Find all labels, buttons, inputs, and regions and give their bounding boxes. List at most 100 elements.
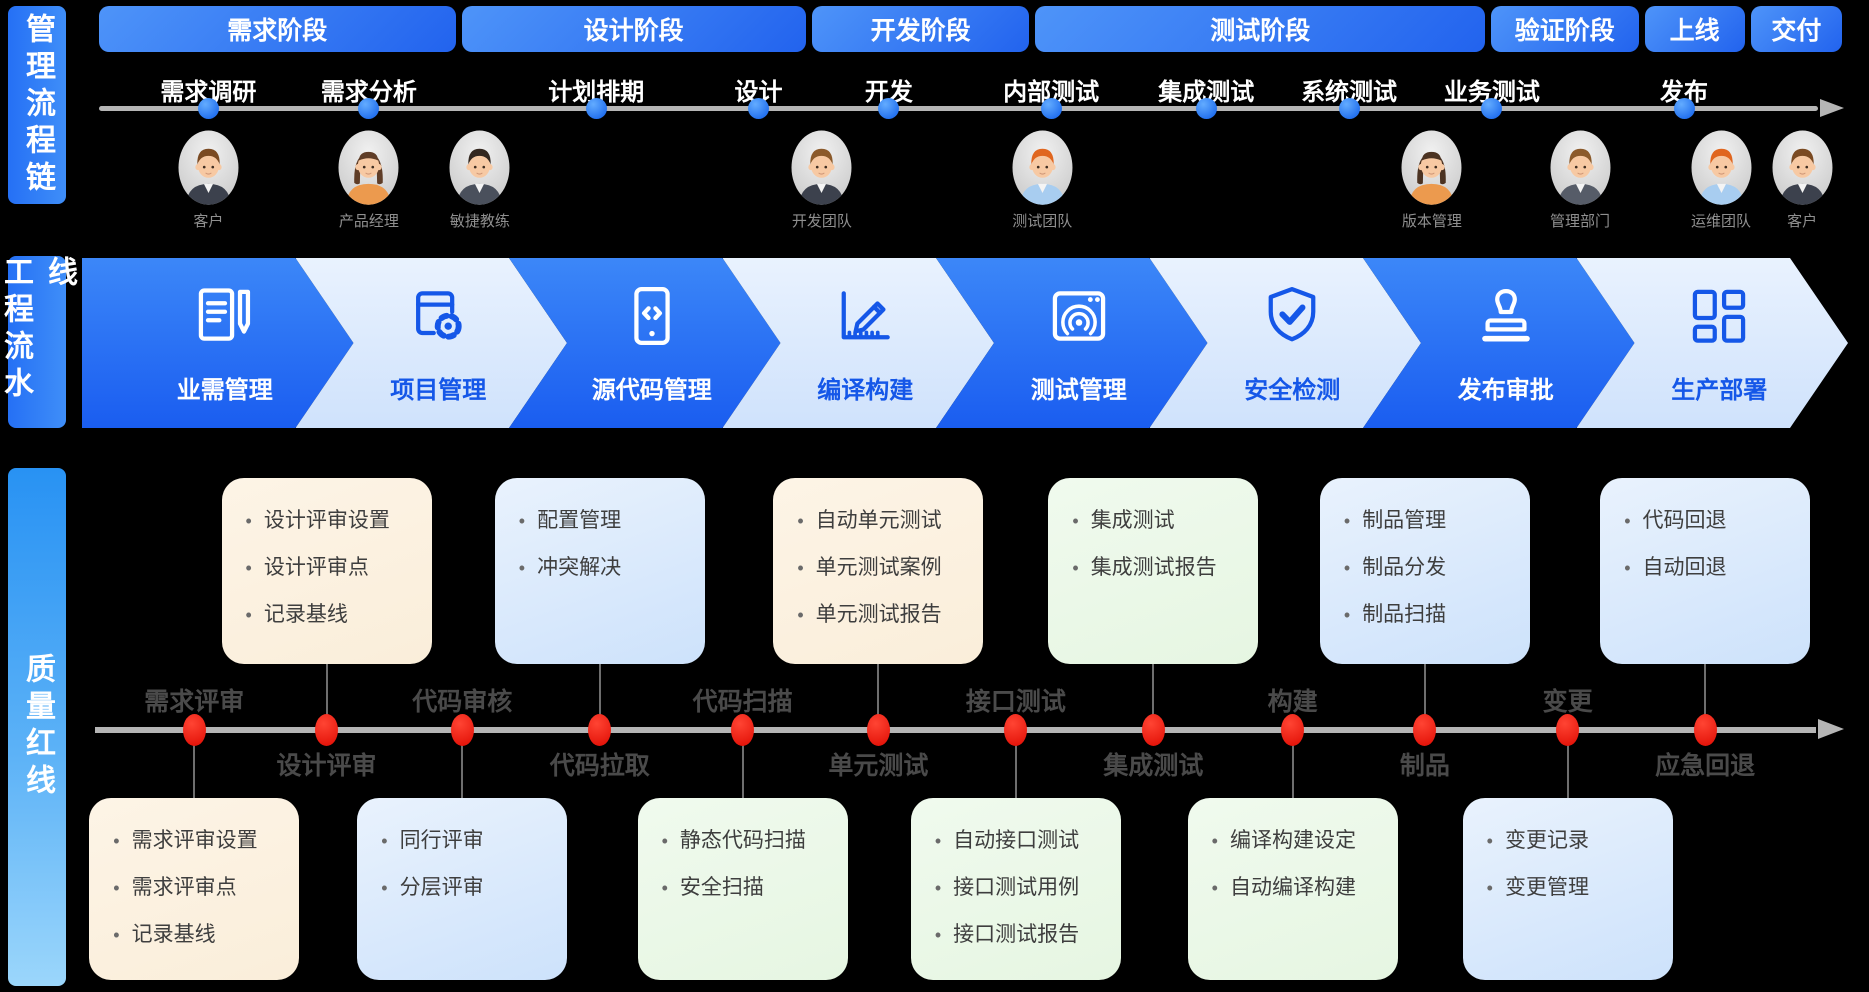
card-item-list: 集成测试集成测试报告 <box>1072 504 1242 581</box>
card-item-list: 编译构建设定自动编译构建 <box>1212 824 1382 901</box>
card-item: 分层评审 <box>381 871 551 901</box>
avatar <box>1772 130 1833 205</box>
phase-bar: 设计阶段 <box>461 6 806 52</box>
milestone-dot <box>358 98 380 119</box>
role-label: 测试团队 <box>1012 213 1073 230</box>
card-item-list: 自动单元测试单元测试案例单元测试报告 <box>797 504 967 628</box>
checkpoint-dot <box>1004 714 1028 746</box>
quality-card: 设计评审设置设计评审点记录基线 <box>221 478 432 664</box>
connector-line <box>1152 662 1155 730</box>
milestone-dot <box>1040 98 1062 119</box>
connector-line <box>877 662 880 730</box>
sidebar-section-management: 管理流程链 <box>8 6 66 204</box>
timeline-arrow-icon <box>1820 99 1844 117</box>
phase-bar: 测试阶段 <box>1035 6 1486 52</box>
pipeline-stage-1: 业需管理 <box>82 258 354 428</box>
card-item: 自动单元测试 <box>797 504 967 534</box>
card-item: 代码回退 <box>1624 504 1794 534</box>
checkpoint-label: 制品 <box>1399 752 1450 780</box>
doc-pen-icon <box>191 282 259 350</box>
quality-card: 制品管理制品分发制品扫描 <box>1319 478 1530 664</box>
avatar <box>1550 130 1611 205</box>
card-item-list: 需求评审设置需求评审点记录基线 <box>113 824 283 948</box>
quality-card: 自动接口测试接口测试用例接口测试报告 <box>910 798 1121 980</box>
card-item: 接口测试报告 <box>935 918 1105 948</box>
phase-header-row: 需求阶段设计阶段开发阶段测试阶段验证阶段上线交付 <box>99 6 1842 52</box>
quality-timeline-line <box>95 727 1816 733</box>
card-item: 制品扫描 <box>1344 598 1514 628</box>
role-label: 运维团队 <box>1691 213 1752 230</box>
phase-bar: 需求阶段 <box>99 6 456 52</box>
checkpoint-label: 设计评审 <box>276 752 377 780</box>
checkpoint-dot <box>182 714 206 746</box>
connector-line <box>1291 732 1294 800</box>
checkpoint-label: 代码扫描 <box>692 688 793 716</box>
card-item-list: 自动接口测试接口测试用例接口测试报告 <box>935 824 1105 948</box>
stage-label: 安全检测 <box>1244 376 1341 404</box>
phase-bar: 开发阶段 <box>811 6 1030 52</box>
card-item: 自动编译构建 <box>1212 871 1382 901</box>
card-item: 自动回退 <box>1624 551 1794 581</box>
card-item: 自动接口测试 <box>935 824 1105 854</box>
card-item: 需求评审点 <box>113 871 283 901</box>
card-item: 单元测试案例 <box>797 551 967 581</box>
quality-card: 变更记录变更管理 <box>1462 798 1673 980</box>
milestone-dot <box>747 98 769 119</box>
role-label: 敏捷教练 <box>449 213 510 230</box>
role-label: 版本管理 <box>1401 213 1462 230</box>
stamp-icon <box>1472 282 1540 350</box>
connector-line <box>1704 662 1707 730</box>
connector-line <box>741 732 744 800</box>
phase-bar: 上线 <box>1644 6 1745 52</box>
milestone-dot <box>878 98 900 119</box>
card-item: 静态代码扫描 <box>662 824 832 854</box>
board-gear-icon <box>404 282 472 350</box>
quality-card: 配置管理冲突解决 <box>494 478 705 664</box>
card-item: 设计评审设置 <box>246 504 416 534</box>
checkpoint-dot <box>1693 714 1717 746</box>
browser-target-icon <box>1045 282 1113 350</box>
quality-redline-section: 需求评审需求评审设置需求评审点记录基线设计评审设计评审设置设计评审点记录基线代码… <box>85 428 1848 992</box>
stage-label: 测试管理 <box>1030 376 1127 404</box>
avatar <box>449 130 510 205</box>
sidebar-label: 工程流水线 <box>0 256 76 404</box>
stage-label: 项目管理 <box>390 376 487 404</box>
avatar <box>178 130 239 205</box>
card-item: 设计评审点 <box>246 551 416 581</box>
stage-label: 发布审批 <box>1457 376 1554 404</box>
connector-line <box>193 732 196 800</box>
sidebar-section-quality: 质量红线 <box>8 468 66 986</box>
checkpoint-label: 变更 <box>1542 688 1593 716</box>
connector-line <box>325 662 328 730</box>
checkpoint-label: 单元测试 <box>828 752 929 780</box>
quality-card: 集成测试集成测试报告 <box>1048 478 1259 664</box>
milestone-dot <box>1673 98 1695 119</box>
ruler-pencil-icon <box>831 282 899 350</box>
card-item-list: 配置管理冲突解决 <box>519 504 689 581</box>
checkpoint-label: 接口测试 <box>965 688 1066 716</box>
checkpoint-label: 代码拉取 <box>549 752 650 780</box>
card-item-list: 变更记录变更管理 <box>1487 824 1657 901</box>
quality-card: 需求评审设置需求评审点记录基线 <box>89 798 300 980</box>
checkpoint-dot <box>450 714 474 746</box>
role-label: 客户 <box>193 213 224 230</box>
checkpoint-dot <box>1141 714 1165 746</box>
checkpoint-dot <box>1556 714 1580 746</box>
engineering-pipeline-section: 业需管理项目管理源代码管理编译构建测试管理安全检测发布审批生产部署 <box>82 258 1848 428</box>
card-item-list: 代码回退自动回退 <box>1624 504 1794 581</box>
card-item-list: 静态代码扫描安全扫描 <box>662 824 832 901</box>
card-item: 变更管理 <box>1487 871 1657 901</box>
grid-icon <box>1685 282 1753 350</box>
phase-bar: 交付 <box>1750 6 1842 52</box>
checkpoint-dot <box>315 714 339 746</box>
milestone-dot <box>1338 98 1360 119</box>
connector-line <box>1014 732 1017 800</box>
avatar <box>1012 130 1073 205</box>
stage-label: 生产部署 <box>1671 376 1768 404</box>
card-item: 集成测试报告 <box>1072 551 1242 581</box>
avatar <box>1691 130 1752 205</box>
quality-card: 代码回退自动回退 <box>1600 478 1811 664</box>
role-label: 客户 <box>1787 213 1818 230</box>
card-item: 需求评审设置 <box>113 824 283 854</box>
